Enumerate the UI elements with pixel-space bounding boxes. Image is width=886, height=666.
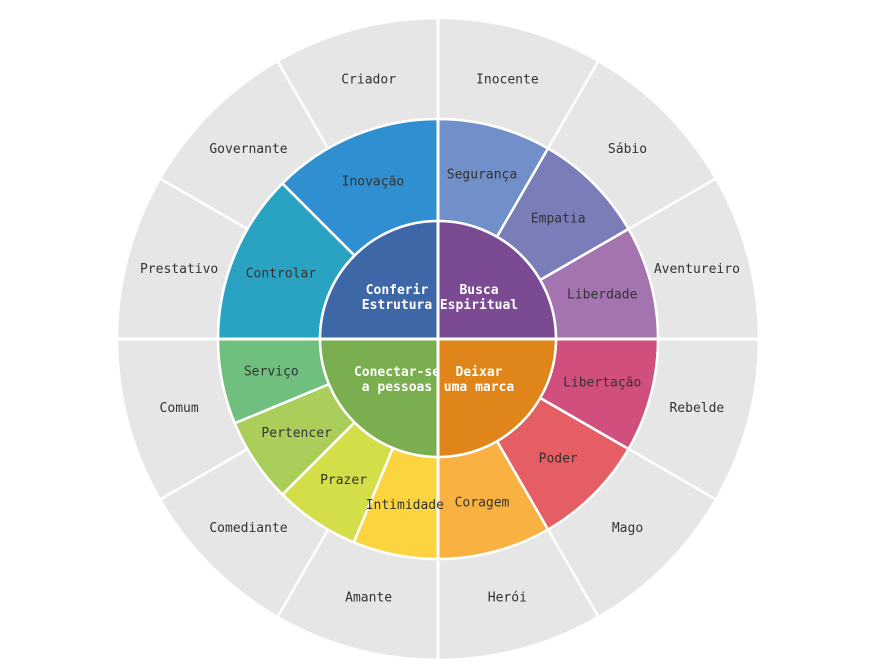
middle-ring xyxy=(216,117,660,561)
core-label-conectar-se-a-pessoas-line-1: Conectar-se xyxy=(354,365,440,380)
core-quadrant-conferir-estrutura xyxy=(318,219,440,341)
outer-label-sabio: Sábio xyxy=(608,142,647,157)
outer-label-criador: Criador xyxy=(341,73,396,88)
middle-label-prazer: Prazer xyxy=(320,473,367,488)
outer-ring xyxy=(115,16,761,662)
outer-label-prestativo: Prestativo xyxy=(140,262,218,277)
middle-label-inovacao: Inovação xyxy=(342,174,405,189)
outer-label-inocente: Inocente xyxy=(476,73,539,88)
core-label-busca-espiritual-line-2: Espiritual xyxy=(440,298,518,313)
outer-label-rebelde: Rebelde xyxy=(669,401,724,416)
outer-label-comediante: Comediante xyxy=(209,521,287,536)
middle-label-pertencer: Pertencer xyxy=(261,426,332,441)
core-label-deixar-uma-marca-line-1: Deixar xyxy=(456,365,503,380)
core-label-deixar-uma-marca-line-2: uma marca xyxy=(444,380,515,395)
outer-label-comum: Comum xyxy=(160,401,199,416)
wheel-labels: InocenteSábioAventureiroRebeldeMagoHerói… xyxy=(140,73,740,606)
outer-label-mago: Mago xyxy=(612,521,643,536)
middle-label-intimidade: Intimidade xyxy=(366,498,444,513)
outer-label-aventureiro: Aventureiro xyxy=(654,262,740,277)
core-label-conferir-estrutura-line-1: Conferir xyxy=(366,283,429,298)
core-quadrant-busca-espiritual xyxy=(436,219,558,341)
core-label-conferir-estrutura-line-2: Estrutura xyxy=(362,298,433,313)
middle-label-servico: Serviço xyxy=(244,365,299,380)
core-label-busca-espiritual-line-1: Busca xyxy=(459,283,498,298)
middle-label-controlar: Controlar xyxy=(246,266,317,281)
middle-label-libertacao: Libertação xyxy=(563,375,641,390)
middle-label-seguranca: Segurança xyxy=(447,167,517,182)
middle-label-liberdade: Liberdade xyxy=(567,288,638,303)
middle-label-empatia: Empatia xyxy=(531,211,586,226)
outer-label-heroi: Herói xyxy=(488,590,527,605)
outer-label-amante: Amante xyxy=(345,590,392,605)
middle-label-coragem: Coragem xyxy=(455,496,510,511)
core-circle xyxy=(117,18,759,660)
core-label-conectar-se-a-pessoas-line-2: a pessoas xyxy=(362,380,432,395)
core-quadrant-conectar-se-a-pessoas xyxy=(318,337,440,459)
core-quadrant-deixar-uma-marca xyxy=(436,337,558,459)
middle-label-poder: Poder xyxy=(539,452,578,467)
outer-label-governante: Governante xyxy=(209,142,287,157)
